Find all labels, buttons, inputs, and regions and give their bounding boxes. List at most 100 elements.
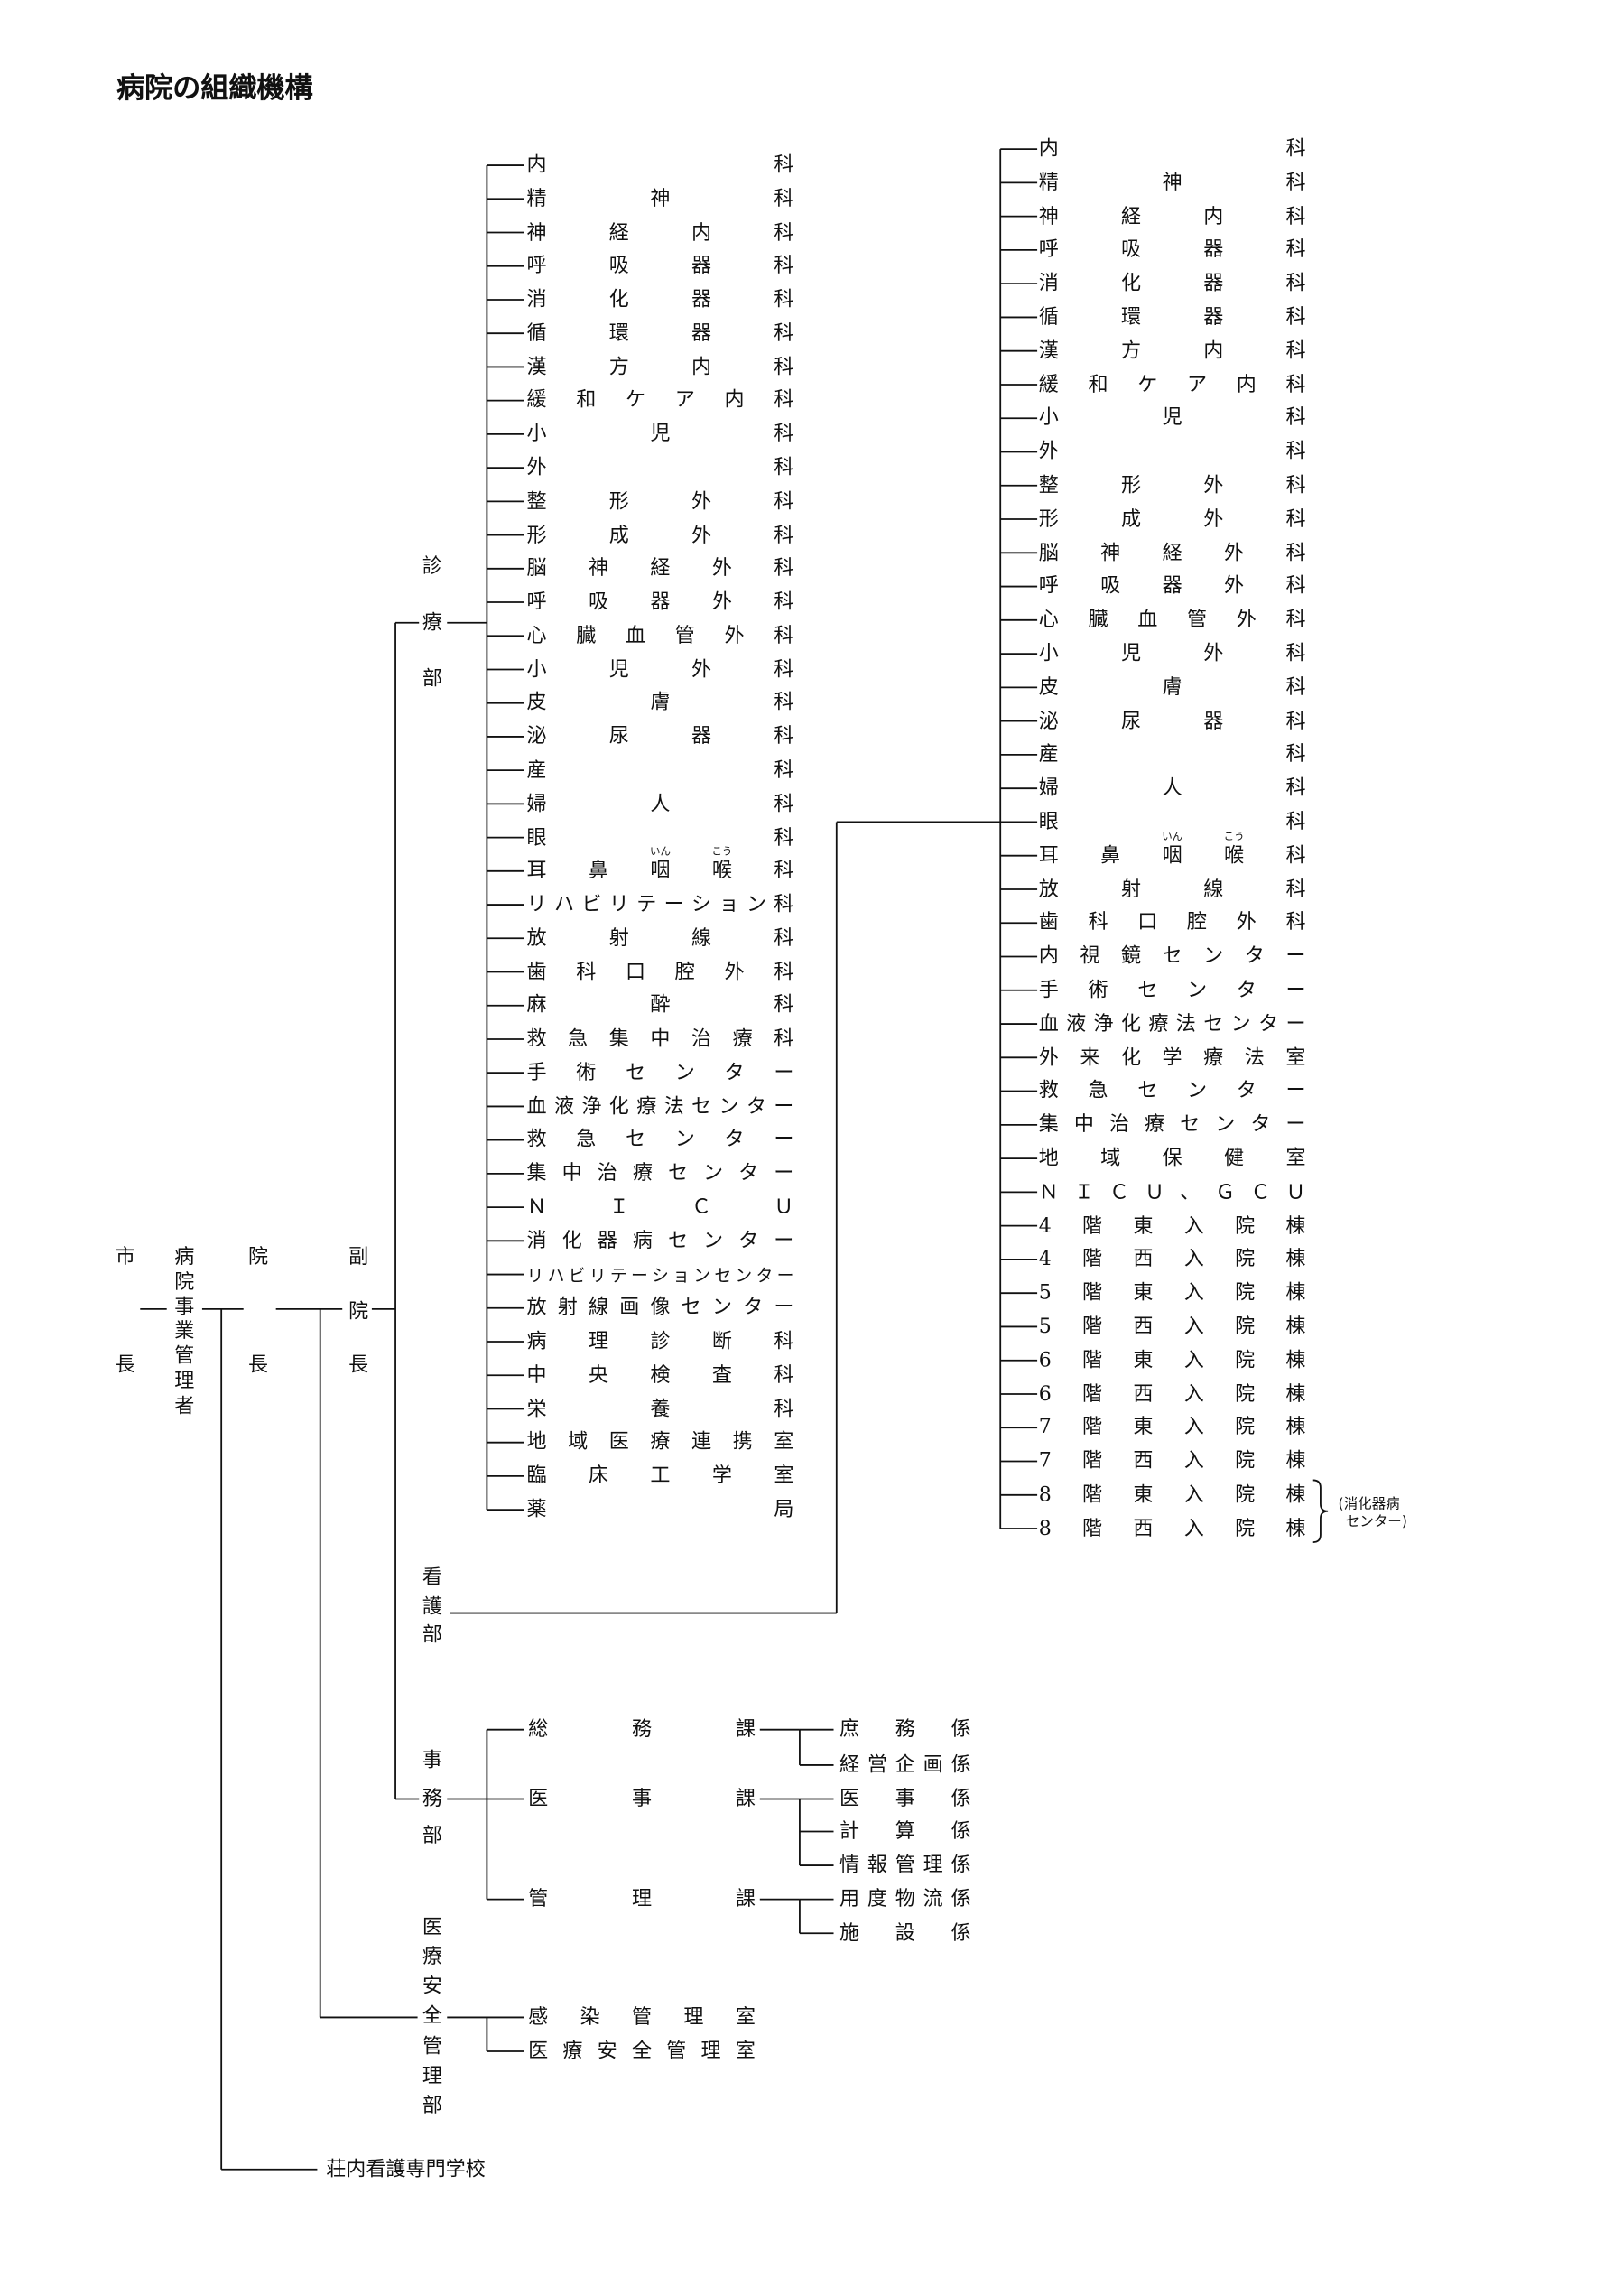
glyph: 事 <box>174 1295 195 1319</box>
glyph: 科 <box>1285 171 1306 195</box>
glyph: 整 <box>1038 473 1059 497</box>
nursing-unit: 歯科口腔外科 <box>1039 911 1306 934</box>
glyph: 棟 <box>1285 1449 1306 1473</box>
glyph: 臓 <box>1088 608 1108 632</box>
glyph: 階 <box>1082 1483 1103 1507</box>
glyph: 和 <box>1088 372 1108 397</box>
glyph: ー <box>1285 1011 1306 1036</box>
glyph: 神 <box>526 220 547 245</box>
glyph: 整 <box>526 489 547 514</box>
glyph: 学 <box>1162 1046 1182 1070</box>
glyph: セ <box>1203 1011 1224 1036</box>
glyph: 外 <box>1224 541 1245 565</box>
glyph: 心 <box>1038 608 1059 632</box>
clinical-unit: 放射線画像センター <box>527 1297 794 1320</box>
glyph: 呼 <box>526 254 547 278</box>
clinical-unit: 眼科 <box>527 826 794 850</box>
glyph: タ <box>724 1061 745 1085</box>
glyph: 化 <box>608 287 629 312</box>
nursing-school-label: 荘内看護専門学校 <box>326 2157 486 2181</box>
glyph: 科 <box>576 960 597 984</box>
glyph: 急 <box>568 1027 589 1052</box>
glyph: 棟 <box>1285 1516 1306 1541</box>
glyph: 脳 <box>1038 541 1059 565</box>
safety-unit: 感染管理室 <box>528 2005 756 2029</box>
glyph: 感 <box>528 2005 549 2030</box>
glyph: 部 <box>422 666 442 691</box>
glyph: 院 <box>174 1270 195 1295</box>
glyph: 棟 <box>1285 1381 1306 1407</box>
glyph: 入 <box>1183 1483 1204 1507</box>
glyph: 救 <box>1038 1079 1059 1103</box>
glyph: 放 <box>1038 877 1059 902</box>
glyph: 診 <box>650 1329 671 1354</box>
glyph: 健 <box>1224 1147 1245 1171</box>
glyph: 科 <box>774 556 794 581</box>
glyph: ン <box>746 892 766 917</box>
glyph: 務 <box>631 1717 653 1742</box>
glyph: リ <box>608 892 629 917</box>
glyph: 咽いん <box>650 846 671 883</box>
glyph: Ｃ <box>691 1195 712 1220</box>
admin-section: 管理課 <box>528 1888 756 1911</box>
glyph: 酔 <box>650 993 671 1018</box>
clinical-unit: 放射線科 <box>527 926 794 950</box>
glyph: 科 <box>1285 204 1306 228</box>
glyph: 科 <box>1285 911 1306 935</box>
glyph: 皮 <box>526 691 547 715</box>
glyph: 画 <box>619 1296 640 1320</box>
glyph: タ <box>756 1264 774 1285</box>
glyph: 院 <box>1235 1381 1256 1407</box>
admin-subsection: 医事係 <box>839 1787 970 1810</box>
glyph: 器 <box>691 321 712 346</box>
glyph: 経 <box>839 1752 860 1777</box>
glyph: 科 <box>774 456 794 480</box>
glyph: Ｕ <box>774 1195 794 1220</box>
glyph: 内 <box>1236 372 1257 397</box>
glyph: 全 <box>631 2039 653 2064</box>
glyph: 科 <box>774 758 794 783</box>
glyph: セ <box>681 1296 701 1320</box>
glyph: 理 <box>683 2005 704 2030</box>
glyph: 東 <box>1133 1483 1154 1507</box>
nursing-unit: 眼科 <box>1039 810 1306 833</box>
glyph: ン <box>711 1296 732 1320</box>
glyph: 医 <box>528 1787 549 1811</box>
glyph: 理 <box>631 1887 653 1911</box>
glyph: 理 <box>422 2064 442 2088</box>
glyph: 内 <box>1038 137 1059 162</box>
glyph: ー <box>1285 978 1306 1002</box>
glyph: 床 <box>588 1464 609 1488</box>
clinical-unit: 皮膚科 <box>527 692 794 715</box>
glyph: 院 <box>1235 1281 1256 1306</box>
glyph: ン <box>1215 1112 1236 1137</box>
glyph: 流 <box>923 1887 943 1911</box>
glyph: 咽いん <box>1162 830 1183 868</box>
glyph: ン <box>693 1264 711 1285</box>
glyph: 科 <box>1285 675 1306 700</box>
clinical-unit: 脳神経外科 <box>527 557 794 581</box>
glyph: 中 <box>526 1363 547 1388</box>
glyph: 科 <box>774 892 794 917</box>
glyph: 院 <box>1235 1416 1256 1440</box>
glyph: ビ <box>581 892 602 917</box>
glyph: 外 <box>526 456 547 480</box>
glyph: 神 <box>1038 204 1059 228</box>
glyph: Ｇ <box>1215 1180 1236 1204</box>
glyph: ー <box>1285 1079 1306 1103</box>
glyph: 外 <box>1203 642 1224 666</box>
glyph: 入 <box>1183 1416 1204 1440</box>
glyph: ン <box>674 1128 695 1152</box>
glyph: 療 <box>1203 1046 1224 1070</box>
glyph: 事 <box>422 1748 442 1773</box>
glyph: 浄 <box>1093 1011 1114 1036</box>
glyph: 眼 <box>1038 810 1059 834</box>
glyph: 器 <box>691 254 712 278</box>
glyph: 階 <box>1082 1416 1103 1440</box>
admin-subsection: 計算係 <box>839 1819 970 1843</box>
glyph: 小 <box>526 422 547 446</box>
glyph: 耳 <box>1038 843 1059 868</box>
